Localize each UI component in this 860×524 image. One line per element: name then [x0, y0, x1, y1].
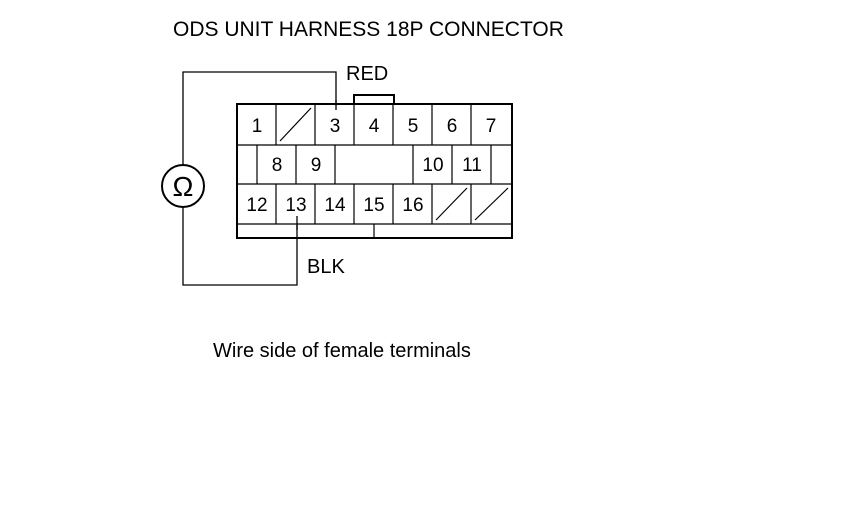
- terminal-9: 9: [311, 155, 322, 176]
- terminal-5: 5: [408, 116, 419, 137]
- probe-tips: [296, 100, 337, 230]
- diagram-title: ODS UNIT HARNESS 18P CONNECTOR: [173, 18, 564, 41]
- terminal-8: 8: [272, 155, 283, 176]
- terminal-1: 1: [252, 116, 263, 137]
- ohmmeter-icon: Ω: [161, 164, 205, 208]
- terminal-4: 4: [369, 116, 380, 137]
- terminal-11: 11: [462, 155, 482, 176]
- red-wire-label: RED: [346, 63, 389, 85]
- terminal-15: 15: [363, 195, 384, 216]
- terminal-10: 10: [422, 155, 443, 176]
- blank-cavity-slash: [474, 187, 509, 221]
- blank-cavity-slash: [279, 107, 312, 142]
- terminal-3: 3: [330, 116, 341, 137]
- blk-test-lead: [182, 206, 298, 286]
- terminal-12: 12: [246, 195, 267, 216]
- test-leads: [182, 71, 337, 286]
- ohm-symbol: Ω: [173, 171, 194, 202]
- terminal-labels: 1 3 4 5 6 7 8 9 10 11 12 13 14 15 16: [246, 116, 496, 216]
- connector-lock-tab: [353, 94, 395, 104]
- red-test-lead: [182, 71, 337, 166]
- connector-body: [236, 94, 513, 239]
- terminal-7: 7: [486, 116, 497, 137]
- diagram-caption: Wire side of female terminals: [213, 340, 471, 362]
- blank-cavity-slash: [435, 187, 468, 221]
- blk-wire-label: BLK: [307, 256, 345, 278]
- terminal-6: 6: [447, 116, 458, 137]
- terminal-13: 13: [285, 195, 306, 216]
- terminal-14: 14: [324, 195, 346, 216]
- terminal-16: 16: [402, 195, 423, 216]
